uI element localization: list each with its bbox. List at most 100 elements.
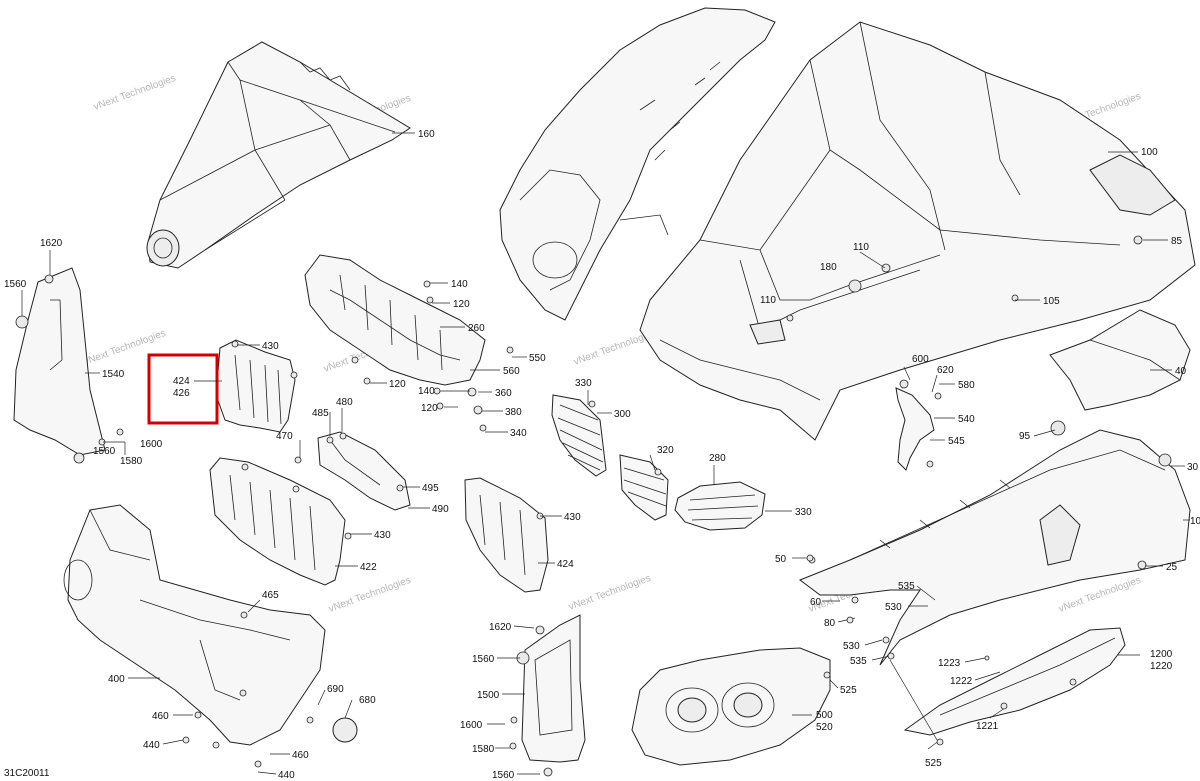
- callout-label: 520: [816, 722, 833, 733]
- fasteners: [116, 280, 1008, 768]
- callout-label: 1600: [140, 439, 163, 450]
- callout-label: 580: [958, 380, 975, 391]
- watermark: vNext Technologies: [92, 73, 177, 113]
- part-10-rear-fender: [798, 420, 1191, 666]
- callout-label: 400: [108, 674, 125, 685]
- callout-label: 1540: [102, 369, 125, 380]
- callout-label: 620: [937, 365, 954, 376]
- callout-label: 40: [1175, 366, 1187, 377]
- part-1540-side-panel: [13, 267, 106, 464]
- part-490-bracket: [317, 431, 411, 511]
- callout-label: 430: [374, 530, 391, 541]
- part-680-cap: [332, 717, 358, 743]
- callout-label: 1600: [460, 720, 483, 731]
- part-424-insert-lower: [464, 477, 549, 593]
- callout-label: 85: [1171, 236, 1183, 247]
- callout-label: 25: [1166, 562, 1178, 573]
- callouts: 160 100 85 110 180 110 105 1620 1560 154…: [4, 129, 1200, 781]
- callout-label: 360: [495, 388, 512, 399]
- callout-label: 110: [760, 295, 776, 306]
- callout-label: 1200: [1150, 649, 1173, 660]
- callout-label: 30: [1187, 462, 1199, 473]
- callout-label: 330: [795, 507, 812, 518]
- callout-label: 490: [432, 504, 449, 515]
- callout-label: 485: [312, 408, 329, 419]
- callout-label: 60: [810, 597, 822, 608]
- part-fender-left-top: [499, 7, 776, 321]
- callout-label: 120: [453, 299, 470, 310]
- callout-label: 460: [292, 750, 309, 761]
- callout-label: 120: [421, 403, 438, 414]
- callout-label: 1222: [950, 676, 973, 687]
- callout-label: 426: [173, 388, 190, 399]
- callout-label: 160: [418, 129, 435, 140]
- callout-label: 440: [278, 770, 295, 781]
- callout-label: 525: [840, 685, 857, 696]
- callout-label: 1580: [472, 744, 495, 755]
- part-540-bracket: [895, 379, 942, 471]
- part-1500-side-panel: [516, 614, 586, 777]
- callout-label: 280: [709, 453, 726, 464]
- callout-label: 120: [389, 379, 406, 390]
- callout-label: 1560: [93, 446, 116, 457]
- part-280-grille: [674, 481, 766, 531]
- callout-label: 424: [173, 376, 190, 387]
- callout-label: 495: [422, 483, 439, 494]
- part-424-insert-upper: [215, 339, 298, 433]
- callout-label: 140: [418, 386, 435, 397]
- callout-label: 340: [510, 428, 527, 439]
- callout-label: 525: [925, 758, 942, 769]
- callout-label: 470: [276, 431, 293, 442]
- part-1200-rail: [903, 627, 1126, 736]
- part-40-panel: [1049, 309, 1191, 411]
- callout-label: 300: [614, 409, 631, 420]
- part-400-fender: [63, 504, 326, 746]
- part-422-lower-grille: [209, 457, 352, 586]
- callout-label: 80: [824, 618, 836, 629]
- callout-label: 1620: [489, 622, 512, 633]
- callout-label: 460: [152, 711, 169, 722]
- callout-label: 440: [143, 740, 160, 751]
- callout-label: 105: [1043, 296, 1060, 307]
- callout-label: 1580: [120, 456, 143, 467]
- callout-label: 550: [529, 353, 546, 364]
- callout-label: 680: [359, 695, 376, 706]
- part-320-grille: [619, 454, 669, 521]
- callout-label: 545: [948, 436, 965, 447]
- callout-label: 530: [843, 641, 860, 652]
- callout-label: 50: [775, 554, 787, 565]
- callout-label: 1560: [472, 654, 495, 665]
- callout-label: 600: [912, 354, 929, 365]
- part-160-nose-cover: [146, 41, 411, 269]
- callout-label: 10: [1190, 516, 1200, 527]
- callout-label: 540: [958, 414, 975, 425]
- callout-label: 530: [885, 602, 902, 613]
- part-500-headlight: [631, 647, 831, 766]
- callout-label: 535: [850, 656, 867, 667]
- callout-label: 140: [451, 279, 468, 290]
- callout-label: 535: [898, 581, 915, 592]
- callout-label: 1500: [477, 690, 500, 701]
- watermark: vNext Technologies: [567, 573, 652, 613]
- callout-label: 95: [1019, 431, 1031, 442]
- leader-lines: [21, 132, 1190, 775]
- part-300-grille: [551, 394, 607, 477]
- callout-label: 260: [468, 323, 485, 334]
- callout-label: 180: [820, 262, 837, 273]
- watermark: vNext Technologies: [82, 328, 167, 368]
- callout-label: 1223: [938, 658, 961, 669]
- callout-label: 110: [853, 242, 869, 253]
- callout-label: 320: [657, 445, 674, 456]
- callout-label: 560: [503, 366, 520, 377]
- callout-label: 330: [575, 378, 592, 389]
- callout-label: 1560: [492, 770, 515, 781]
- diagram-code: 31C20011: [4, 768, 50, 779]
- callout-label: 430: [262, 341, 279, 352]
- callout-label: 1221: [976, 721, 999, 732]
- callout-label: 500: [816, 710, 833, 721]
- callout-label: 100: [1141, 147, 1158, 158]
- callout-label: 380: [505, 407, 522, 418]
- highlight-box[interactable]: 424 426: [147, 353, 222, 425]
- callout-label: 430: [564, 512, 581, 523]
